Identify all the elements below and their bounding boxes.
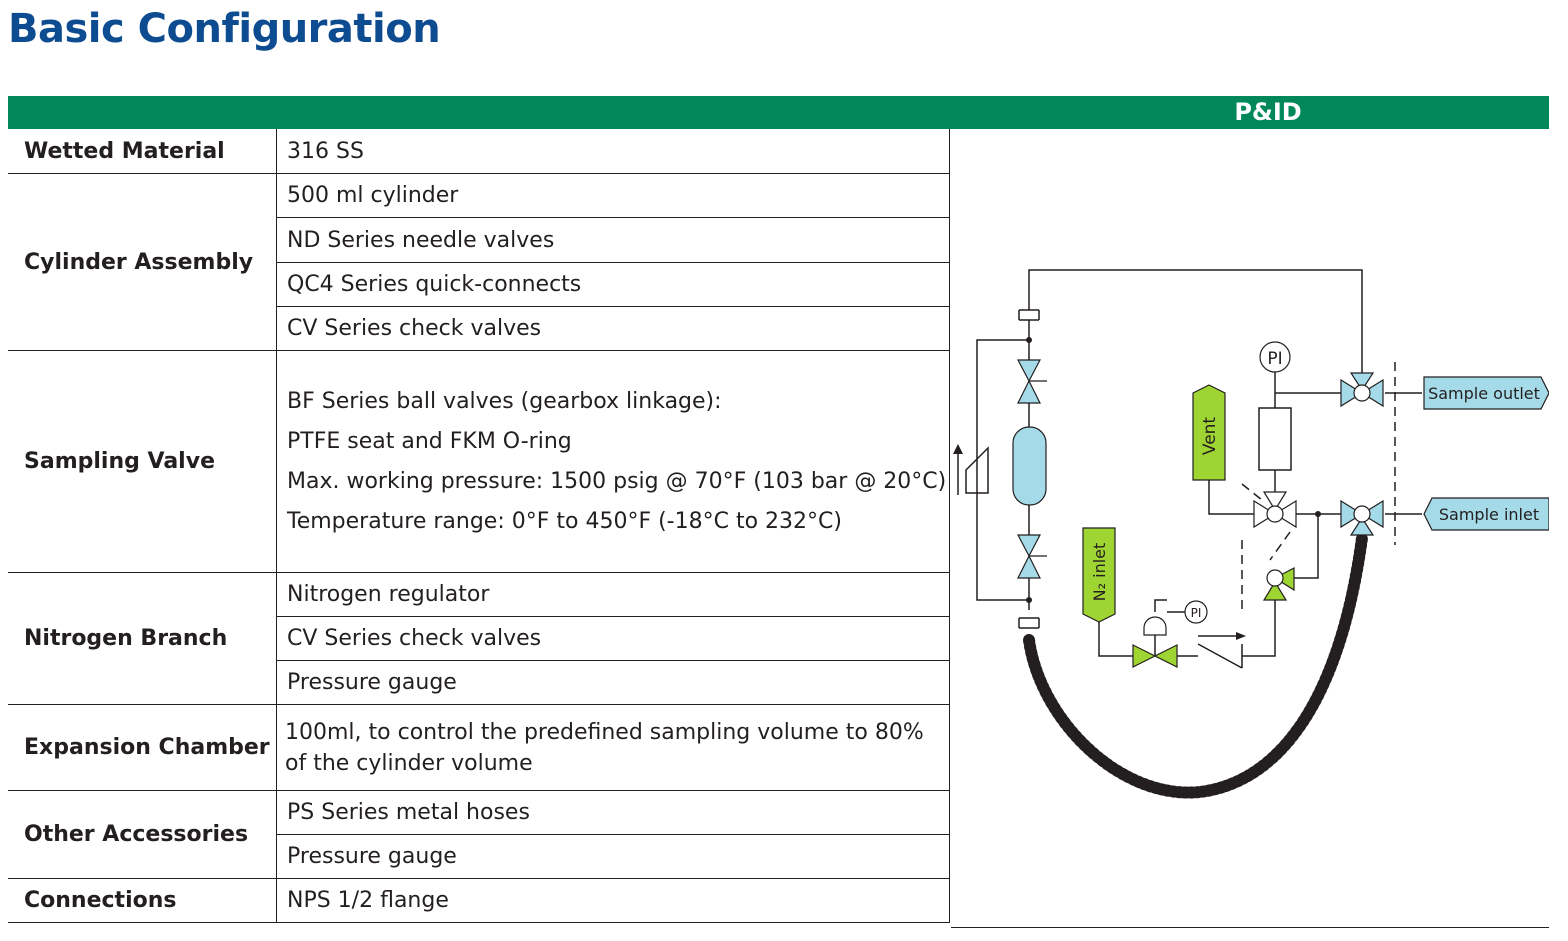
check-valve-nitrogen <box>1197 643 1243 669</box>
table-row: Cylinder Assembly 500 ml cylinder <box>8 173 950 351</box>
ball-valve-inlet-body <box>1340 499 1364 529</box>
row-value: Pressure gauge <box>276 834 950 879</box>
row-value: NPS 1/2 flange <box>276 878 950 923</box>
ball-valve-outlet-ball <box>1353 384 1371 402</box>
table-row: Sampling Valve BF Series ball valves (ge… <box>8 350 950 573</box>
ball-valve-middle-top <box>1262 491 1288 512</box>
table-row: Nitrogen Branch Nitrogen regulator <box>8 572 950 705</box>
flange-top <box>1018 309 1040 321</box>
row-value: BF Series ball valves (gearbox linkage): <box>287 388 722 414</box>
row-value: CV Series check valves <box>276 306 950 351</box>
flow-arrows <box>953 337 1321 640</box>
pipe-pi-regulator <box>1154 599 1185 656</box>
pi-top-label: PI <box>1267 349 1282 369</box>
ball-valve-middle-body <box>1273 499 1297 529</box>
table-row: CV Series check valves <box>8 616 950 661</box>
metal-hose <box>1023 532 1368 799</box>
row-label-expansion-chamber: Expansion Chamber <box>8 704 277 791</box>
sample-inlet-tag <box>1423 497 1550 531</box>
row-label-cylinder-assembly: Cylinder Assembly <box>8 173 277 351</box>
pipe-return <box>1292 514 1319 579</box>
nitrogen-ball-valve <box>1262 580 1288 601</box>
row-label-sampling-valve: Sampling Valve <box>8 350 277 573</box>
sample-cylinder <box>1012 426 1047 506</box>
page-title: Basic Configuration <box>8 6 441 52</box>
expansion-chamber <box>1258 407 1292 471</box>
check-valve-bypass <box>965 446 989 494</box>
nitrogen-valves <box>1132 567 1295 668</box>
pi-regulator-circle <box>1184 600 1208 624</box>
spec-table: Wetted Material 316 SS Cylinder Assembly… <box>8 129 950 923</box>
ball-valve-middle-body <box>1253 499 1277 529</box>
ball-valve-outlet-top <box>1349 372 1375 392</box>
ball-valve-inlet-body <box>1360 499 1384 529</box>
flow-arrow-nitrogen <box>1236 632 1246 640</box>
row-value: QC4 Series quick-connects <box>276 262 950 307</box>
table-row: Connections NPS 1/2 flange <box>8 878 950 923</box>
pid-title: P&ID <box>1234 98 1302 126</box>
row-value: Temperature range: 0°F to 450°F (-18°C t… <box>287 508 842 534</box>
nitrogen-ball-valve-ball <box>1266 569 1284 587</box>
ball-valve-inlet-bottom <box>1349 516 1375 536</box>
pipe-vent <box>1208 480 1255 515</box>
row-value: 316 SS <box>276 129 950 174</box>
pressure-indicators <box>1184 341 1291 624</box>
ball-valve-outlet-body <box>1360 378 1384 408</box>
nitrogen-regulator-valve <box>1132 644 1157 668</box>
row-value: PS Series metal hoses <box>276 790 950 835</box>
junction-dot <box>1026 337 1032 343</box>
table-header-bar: P&ID <box>8 96 1549 129</box>
row-label-nitrogen-branch: Nitrogen Branch <box>8 572 277 705</box>
table-row: QC4 Series quick-connects <box>8 262 950 307</box>
gearbox-linkage <box>1241 362 1396 610</box>
table-row: CV Series check valves <box>8 306 950 351</box>
row-value: Max. working pressure: 1500 psig @ 70°F … <box>287 468 947 494</box>
junction-dot <box>1315 511 1321 517</box>
vent-label: Vent <box>1200 417 1220 456</box>
table-row: Pressure gauge <box>8 834 950 879</box>
ball-valve-inlet-ball <box>1353 505 1371 523</box>
ball-valve-outlet-body <box>1340 378 1364 408</box>
row-value: CV Series check valves <box>276 616 950 661</box>
pipe-top-loop <box>1028 269 1363 375</box>
sample-outlet-label: Sample outlet <box>1428 384 1540 403</box>
ball-valve-middle-ball <box>1266 505 1284 523</box>
n2-inlet-label: N₂ inlet <box>1090 543 1109 602</box>
table-row: Other Accessories PS Series metal hoses <box>8 790 950 879</box>
row-label-connections: Connections <box>8 878 277 923</box>
pid-diagram: PI PI Sample outlet Sample inlet Vent N₂… <box>951 129 1550 928</box>
pi-regulator-label: PI <box>1191 606 1202 620</box>
row-value-group: BF Series ball valves (gearbox linkage):… <box>276 350 950 573</box>
flange-bottom <box>1018 617 1040 629</box>
row-value: Nitrogen regulator <box>276 572 950 617</box>
regulator-dome <box>1143 616 1167 636</box>
nitrogen-regulator-valve <box>1153 644 1178 668</box>
row-value: PTFE seat and FKM O-ring <box>287 428 572 454</box>
table-row: Expansion Chamber 100ml, to control the … <box>8 704 950 791</box>
row-value: 500 ml cylinder <box>276 173 950 218</box>
table-row: Wetted Material 316 SS <box>8 129 950 174</box>
ball-valves-blue <box>1253 372 1384 536</box>
pi-top-circle <box>1259 341 1291 373</box>
sample-inlet-label: Sample inlet <box>1439 505 1539 524</box>
pid-svg: PI PI Sample outlet Sample inlet Vent N₂… <box>953 269 1550 799</box>
pipe-n2 <box>1098 622 1133 657</box>
n2-inlet-tag <box>1082 527 1116 623</box>
table-row: Pressure gauge <box>8 660 950 705</box>
vent-tag <box>1192 384 1226 481</box>
nitrogen-ball-valve <box>1273 567 1295 592</box>
needle-valve-stems <box>1029 380 1047 557</box>
row-label-wetted-material: Wetted Material <box>8 129 277 174</box>
table-row: ND Series needle valves <box>8 217 950 263</box>
pipe-n2-out <box>1176 600 1276 657</box>
row-value: ND Series needle valves <box>276 217 950 263</box>
flow-arrow-bypass <box>953 444 963 454</box>
row-value: 100ml, to control the predefined samplin… <box>276 704 950 791</box>
pipe-pi-top <box>1274 372 1345 408</box>
sample-outlet-tag <box>1423 376 1550 410</box>
row-label-other-accessories: Other Accessories <box>8 790 277 879</box>
row-value: Pressure gauge <box>276 660 950 705</box>
junction-dot <box>1026 597 1032 603</box>
pipe-bypass <box>976 339 1029 601</box>
